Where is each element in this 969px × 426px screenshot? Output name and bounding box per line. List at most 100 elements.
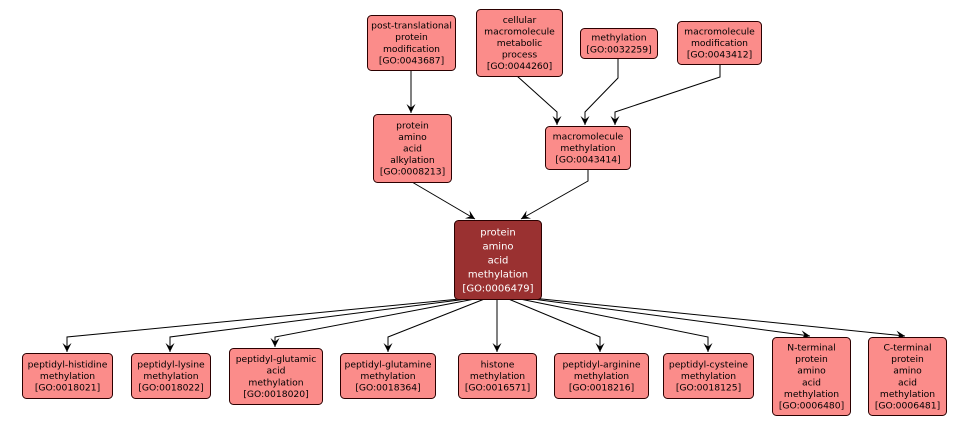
term-node-GO-0043687[interactable]: post-translationalproteinmodification[GO… bbox=[367, 15, 456, 71]
term-name-line: macromolecule bbox=[484, 26, 555, 37]
term-node-GO-0006481[interactable]: C-terminalproteinaminoacidmethylation[GO… bbox=[868, 337, 947, 416]
edge-line bbox=[520, 169, 589, 220]
node-box bbox=[868, 337, 947, 416]
edge-GO-0006479-to-GO-0006481 bbox=[531, 297, 906, 340]
arrowhead-icon bbox=[464, 210, 475, 219]
arrowhead-icon bbox=[610, 116, 620, 125]
node-box bbox=[663, 353, 754, 399]
term-name-line: protein bbox=[795, 354, 828, 365]
term-name-line: N-terminal bbox=[787, 342, 836, 353]
term-name-line: peptidyl-histidine bbox=[28, 359, 108, 370]
node-box bbox=[454, 220, 542, 300]
term-name-line: peptidyl-arginine bbox=[562, 359, 640, 370]
edge-GO-0006479-to-GO-0018216 bbox=[505, 297, 605, 352]
term-id-label: [GO:0008213] bbox=[380, 167, 445, 178]
node-box bbox=[229, 348, 323, 405]
term-name-line: modification bbox=[691, 38, 748, 49]
term-name-line: peptidyl-glutamine bbox=[344, 359, 431, 370]
node-box bbox=[373, 114, 452, 183]
term-node-GO-0018020[interactable]: peptidyl-glutamicacidmethylation[GO:0018… bbox=[229, 348, 323, 405]
term-name-line: peptidyl-cysteine bbox=[669, 359, 749, 370]
term-name-line: cellular bbox=[503, 15, 537, 26]
arrowhead-icon bbox=[406, 104, 416, 113]
node-box bbox=[580, 28, 658, 59]
edge-line bbox=[169, 297, 476, 352]
node-box bbox=[677, 21, 762, 65]
term-name-line: acid bbox=[898, 377, 917, 388]
term-node-GO-0018021[interactable]: peptidyl-histidinemethylation[GO:0018021… bbox=[22, 353, 113, 399]
edge-line bbox=[584, 58, 619, 125]
edge-line bbox=[531, 297, 906, 337]
term-name-line: modification bbox=[383, 44, 440, 55]
term-name-line: peptidyl-lysine bbox=[137, 359, 205, 370]
term-id-label: [GO:0043412] bbox=[687, 50, 752, 61]
term-id-label: [GO:0018020] bbox=[243, 389, 308, 400]
node-box bbox=[340, 353, 436, 399]
edge-GO-0043412-to-GO-0043414 bbox=[610, 64, 721, 125]
edge-line bbox=[516, 75, 558, 125]
term-name-line: methylation bbox=[468, 270, 528, 281]
arrowhead-icon bbox=[383, 343, 393, 352]
term-name-line: metabolic bbox=[497, 38, 542, 49]
edge-line bbox=[411, 181, 476, 220]
term-name-line: protein bbox=[480, 228, 516, 239]
edge-GO-0006479-to-GO-0018022 bbox=[165, 297, 476, 352]
term-node-GO-0006480[interactable]: N-terminalproteinaminoacidmethylation[GO… bbox=[772, 337, 851, 416]
term-id-label: [GO:0016571] bbox=[465, 383, 530, 394]
arrowhead-icon bbox=[595, 343, 605, 352]
term-id-label: [GO:0006481] bbox=[875, 400, 940, 411]
arrowhead-icon bbox=[703, 343, 713, 352]
term-node-GO-0044260[interactable]: cellularmacromoleculemetabolicprocess[GO… bbox=[476, 9, 563, 77]
term-name-line: process bbox=[502, 50, 538, 61]
edge-GO-0006479-to-GO-0016571 bbox=[492, 298, 502, 352]
term-name-line: acid bbox=[403, 143, 422, 154]
term-name-line: protein bbox=[395, 32, 428, 43]
edge-GO-0006479-to-GO-0018021 bbox=[62, 297, 471, 352]
node-box bbox=[367, 15, 456, 71]
term-name-line: methylation bbox=[143, 371, 198, 382]
term-name-line: alkylation bbox=[390, 155, 435, 166]
term-name-line: acid bbox=[266, 366, 285, 377]
term-id-label: [GO:0018021] bbox=[35, 383, 100, 394]
term-name-line: amino bbox=[482, 242, 513, 253]
arrowhead-icon bbox=[552, 116, 562, 125]
term-node-GO-0032259[interactable]: methylation[GO:0032259] bbox=[580, 28, 658, 59]
term-name-line: post-translational bbox=[371, 21, 452, 32]
term-id-label: [GO:0006479] bbox=[462, 284, 533, 295]
node-box bbox=[476, 9, 563, 77]
term-id-label: [GO:0032259] bbox=[586, 44, 651, 55]
edge-GO-0032259-to-GO-0043414 bbox=[580, 58, 619, 125]
term-name-line: acid bbox=[488, 256, 509, 267]
term-id-label: [GO:0018364] bbox=[355, 383, 420, 394]
term-name-line: methylation bbox=[681, 371, 736, 382]
term-name-line: histone bbox=[481, 359, 515, 370]
node-box bbox=[545, 126, 631, 170]
term-name-line: methylation bbox=[591, 33, 646, 44]
term-name-line: C-terminal bbox=[883, 342, 931, 353]
focus-term-node-GO-0006479[interactable]: protein amino acid methylation [GO:0006479] bbox=[454, 220, 542, 300]
term-id-label: [GO:0044260] bbox=[487, 61, 552, 72]
term-node-GO-0018364[interactable]: peptidyl-glutaminemethylation[GO:0018364… bbox=[340, 353, 436, 399]
edge-GO-0043687-to-GO-0008213 bbox=[406, 70, 416, 113]
term-id-label: [GO:0043414] bbox=[555, 155, 620, 166]
edge-GO-0043414-to-GO-0006479 bbox=[520, 169, 589, 220]
term-id-label: [GO:0043687] bbox=[379, 55, 444, 66]
node-box bbox=[131, 353, 211, 399]
term-name-line: methylation bbox=[248, 377, 303, 388]
arrowhead-icon bbox=[580, 116, 590, 125]
arrowhead-icon bbox=[492, 343, 502, 352]
term-id-label: [GO:0018125] bbox=[676, 383, 741, 394]
edge-GO-0006479-to-GO-0018020 bbox=[270, 297, 481, 347]
edge-GO-0008213-to-GO-0006479 bbox=[411, 181, 476, 220]
arrowhead-icon bbox=[270, 338, 280, 347]
edge-GO-0006479-to-GO-0018125 bbox=[514, 297, 713, 352]
term-name-line: methylation bbox=[784, 389, 839, 400]
